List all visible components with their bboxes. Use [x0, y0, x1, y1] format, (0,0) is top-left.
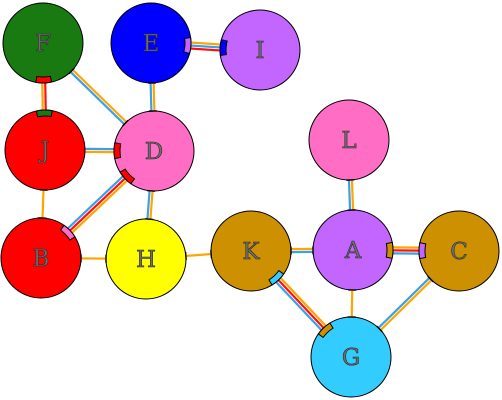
edge-tick [427, 275, 434, 283]
port-B-D [59, 224, 76, 241]
port-D-J [113, 142, 122, 160]
node-label: B [33, 246, 50, 272]
node-label: A [344, 238, 362, 264]
node-D[interactable]: D [113, 110, 195, 192]
port-D-B [119, 168, 136, 185]
node-label: D [145, 139, 163, 165]
edge-tick [184, 251, 187, 261]
edge-tick [210, 249, 213, 259]
node-label: F [35, 31, 51, 57]
node-C[interactable]: C [418, 210, 500, 292]
ports-layer [35, 37, 434, 339]
port-C-A [418, 242, 427, 260]
node-label: K [242, 239, 260, 265]
node-label: E [143, 31, 160, 57]
node-E[interactable]: E [110, 2, 192, 84]
node-F[interactable]: F [2, 2, 84, 84]
node-L[interactable]: L [308, 99, 390, 181]
node-I[interactable]: I [219, 9, 301, 91]
node-label: G [342, 345, 360, 371]
node-label: L [341, 128, 356, 154]
node-label: J [38, 138, 49, 164]
port-I-E [219, 38, 228, 56]
edge-tick [122, 119, 129, 127]
node-A[interactable]: A [312, 209, 394, 291]
edge-tick [147, 189, 156, 192]
edge-tick [68, 67, 75, 75]
edge-tick [376, 325, 383, 333]
node-label: C [450, 239, 468, 265]
port-G-K [317, 322, 334, 339]
port-A-C [385, 241, 394, 259]
port-E-I [183, 37, 192, 55]
port-K-G [268, 269, 285, 286]
node-label: H [136, 247, 156, 273]
node-H[interactable]: H [105, 218, 187, 300]
node-label: I [255, 38, 264, 64]
port-J-F [35, 109, 53, 118]
node-B[interactable]: B [0, 217, 82, 299]
edge-tick [144, 218, 153, 221]
node-J[interactable]: J [4, 109, 86, 191]
port-F-J [35, 75, 53, 84]
